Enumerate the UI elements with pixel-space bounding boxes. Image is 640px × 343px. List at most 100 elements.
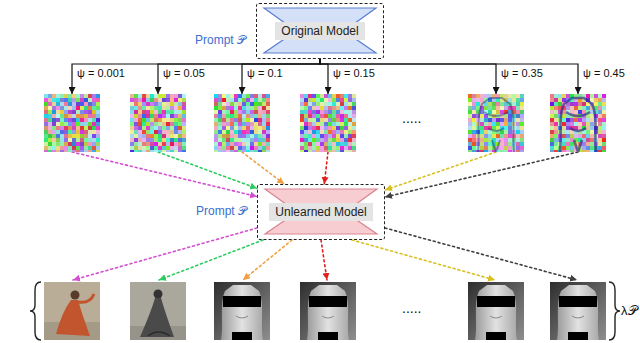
noise-pixel: [598, 122, 602, 126]
noise-pixel: [242, 118, 246, 122]
noise-pixel: [182, 106, 186, 110]
noise-pixel: [142, 102, 146, 106]
noise-pixel: [170, 142, 174, 146]
noise-pixel: [134, 130, 138, 134]
noise-pixel: [166, 126, 170, 130]
noise-pixel: [230, 114, 234, 118]
noise-pixel: [602, 106, 606, 110]
noise-pixel: [138, 110, 142, 114]
noise-pixel: [516, 94, 520, 98]
noise-pixel: [178, 98, 182, 102]
noise-pixel: [138, 118, 142, 122]
noise-pixel: [484, 94, 488, 98]
noise-pixel: [508, 130, 512, 134]
noise-pixel: [52, 118, 56, 122]
noise-pixel: [44, 150, 48, 152]
noise-pixel: [258, 102, 262, 106]
noise-pixel: [226, 106, 230, 110]
noise-pixel: [84, 146, 88, 150]
noise-pixel: [72, 138, 76, 142]
noise-pixel: [96, 138, 100, 142]
noise-pixel: [48, 94, 52, 98]
noise-pixel: [262, 110, 266, 114]
noise-pixel: [242, 150, 246, 152]
noise-pixel: [134, 134, 138, 138]
emerging-figure: [570, 128, 586, 131]
noise-pixel: [150, 98, 154, 102]
noise-pixel: [516, 110, 520, 114]
noise-pixel: [150, 118, 154, 122]
noise-pixel: [594, 98, 598, 102]
noise-pixel: [598, 142, 602, 146]
noise-pixel: [254, 134, 258, 138]
noise-pixel: [166, 118, 170, 122]
noise-pixel: [316, 130, 320, 134]
noise-pixel: [242, 130, 246, 134]
noise-pixel: [586, 94, 590, 98]
noise-pixel: [520, 134, 524, 138]
noise-pixel: [182, 150, 186, 152]
noise-pixel: [472, 134, 476, 138]
noise-pixel: [316, 126, 320, 130]
noise-pixel: [348, 118, 352, 122]
noise-pixel: [566, 94, 570, 98]
noise-pixel: [60, 134, 64, 138]
noise-pixel: [150, 138, 154, 142]
output-image: [468, 282, 524, 340]
noise-pixel: [84, 118, 88, 122]
noise-pixel: [598, 146, 602, 150]
noise-pixel: [574, 106, 578, 110]
noise-pixel: [586, 142, 590, 146]
noise-pixel: [554, 138, 558, 142]
noise-pixel: [328, 114, 332, 118]
noise-pixel: [332, 110, 336, 114]
noise-pixel: [64, 146, 68, 150]
noise-pixel: [340, 94, 344, 98]
noise-pixel: [468, 98, 472, 102]
noise-pixel: [178, 114, 182, 118]
noise-pixel: [340, 130, 344, 134]
noise-pixel: [44, 126, 48, 130]
noise-pixel: [92, 98, 96, 102]
noise-pixel: [96, 122, 100, 126]
noise-pixel: [92, 130, 96, 134]
noise-pixel: [504, 118, 508, 122]
noise-pixel: [554, 150, 558, 152]
noise-pixel: [64, 102, 68, 106]
noise-pixel: [480, 146, 484, 150]
output-image: [550, 282, 606, 340]
noise-pixel: [162, 130, 166, 134]
noise-pixel: [590, 122, 594, 126]
noise-pixel: [154, 118, 158, 122]
noise-pixel: [146, 118, 150, 122]
noise-pixel: [80, 114, 84, 118]
noise-pixel: [246, 114, 250, 118]
noise-pixel: [492, 102, 496, 106]
noise-pixel: [92, 150, 96, 152]
noise-pixel: [92, 126, 96, 130]
noise-pixel: [48, 130, 52, 134]
noise-pixel: [500, 150, 504, 152]
noise-pixel: [162, 114, 166, 118]
noise-pixel: [56, 106, 60, 110]
noise-pixel: [328, 130, 332, 134]
noise-pixel: [300, 134, 304, 138]
noise-pixel: [304, 130, 308, 134]
noise-pixel: [492, 110, 496, 114]
noise-pixel: [558, 94, 562, 98]
right-brace: [609, 282, 620, 340]
noise-pixel: [508, 134, 512, 138]
noise-pixel: [520, 150, 524, 152]
noise-pixel: [344, 130, 348, 134]
noise-pixel: [178, 122, 182, 126]
noise-pixel: [254, 106, 258, 110]
noise-pixel: [316, 102, 320, 106]
noise-pixel: [468, 114, 472, 118]
noise-pixel: [266, 106, 270, 110]
noise-pixel: [468, 134, 472, 138]
noise-pixel: [96, 150, 100, 152]
noise-pixel: [150, 114, 154, 118]
noise-pixel: [266, 118, 270, 122]
noise-pixel: [550, 146, 554, 150]
noise-pixel: [558, 102, 562, 106]
